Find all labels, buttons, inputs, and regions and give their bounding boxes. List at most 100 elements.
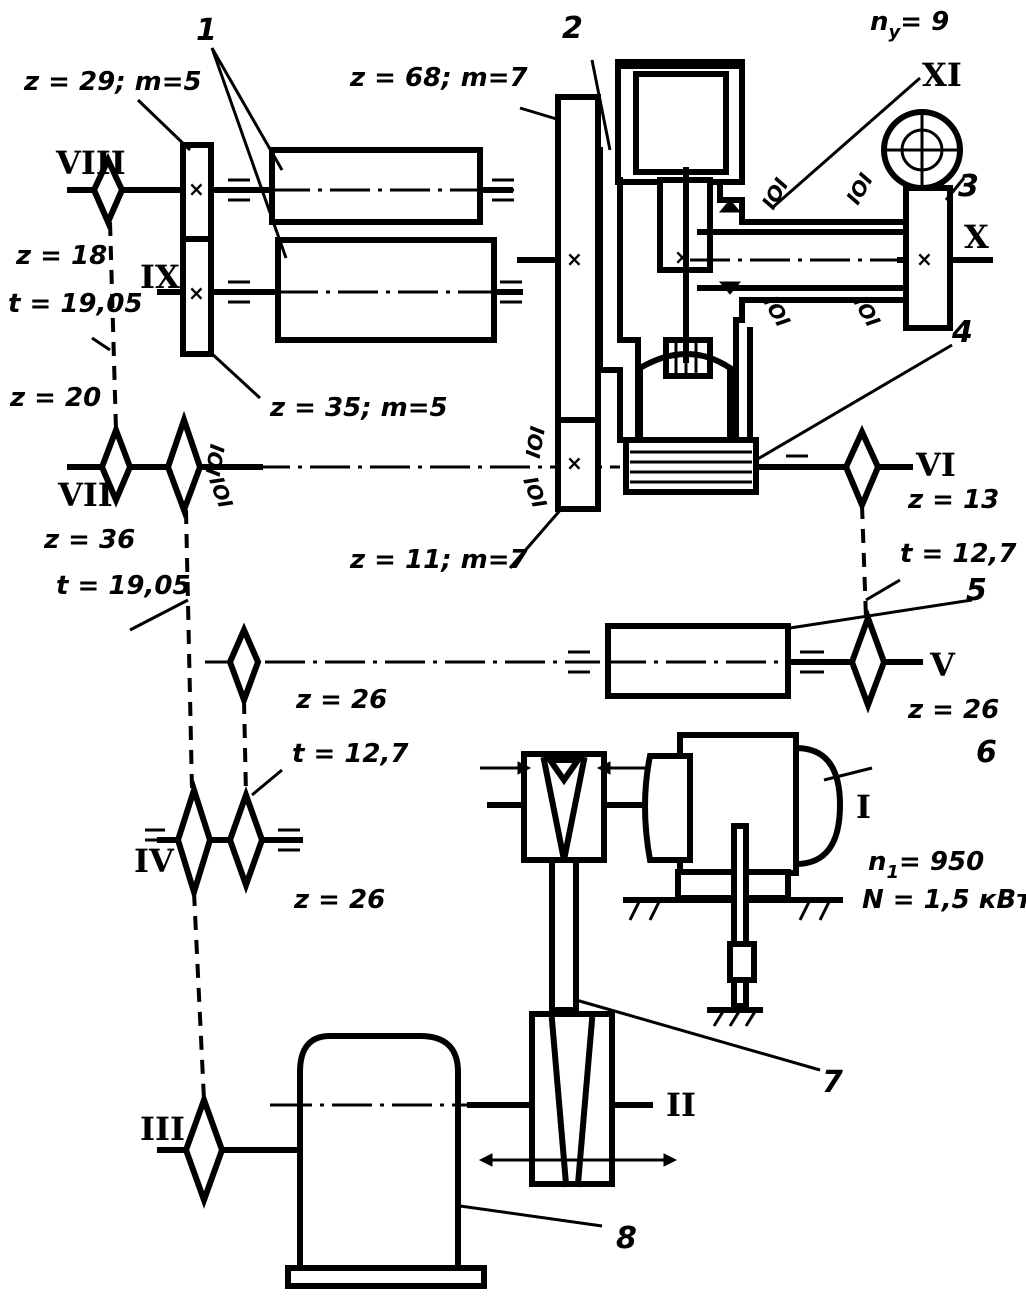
label-z36: z = 36: [43, 525, 135, 555]
label-n1: n1= 950: [868, 847, 984, 883]
shaft-XI-lever-3: ×: [690, 76, 966, 331]
svg-text:×: ×: [566, 247, 583, 271]
label-z68: z = 68; m=7: [349, 63, 529, 93]
label-z26-IV: z = 26: [293, 885, 385, 915]
label-t1905-top: t = 19,05: [8, 289, 143, 319]
bearing-mark: IOI: [841, 168, 878, 208]
bearing: [568, 650, 590, 674]
bearing: [228, 178, 250, 202]
drums-1: [210, 47, 497, 343]
gearbox-body: [297, 1033, 461, 1271]
driven-pulley: [529, 1011, 615, 1187]
sprocket-upper-z26: [226, 622, 262, 709]
leader-z35: [208, 350, 262, 400]
leader-z11: [508, 507, 564, 569]
svg-text:×: ×: [188, 177, 205, 201]
label-ny: ny= 9: [870, 7, 949, 43]
bearing: [228, 280, 250, 304]
shaft-label-VIII: VIII: [55, 144, 126, 182]
label-z26-upper: z = 26: [295, 685, 387, 715]
gear-z35: [180, 236, 214, 357]
leader-4: [755, 343, 953, 462]
shaft-label-X: X: [964, 218, 989, 256]
leader-3: [944, 177, 966, 201]
gearbox-8: [272, 1011, 678, 1289]
bearing: [800, 650, 824, 674]
part-number-5: 5: [966, 573, 987, 608]
part-numbers: 1 2 3 4 5 6 7 8: [196, 11, 997, 1256]
sprockets-right: [842, 424, 901, 714]
drum-5: [605, 598, 973, 699]
sprocket-IV-large: [174, 780, 214, 903]
sprocket-V-z26: [848, 609, 888, 714]
v-belt: [549, 857, 579, 1013]
svg-text:×: ×: [674, 245, 691, 269]
label-z35: z = 35; m=5: [269, 393, 448, 423]
bearing-mark: IOI: [521, 424, 550, 460]
leader-2: [590, 59, 612, 151]
label-z13: z = 13: [907, 485, 999, 515]
bearing-mark: IOI: [204, 473, 238, 512]
leader-8: [459, 1204, 603, 1228]
chain-VIII-VII: [108, 221, 118, 431]
label-z26-V: z = 26: [907, 695, 999, 725]
leader-7: [575, 998, 821, 1072]
oil-bath-4: [623, 437, 759, 495]
sprocket-z13: [842, 424, 882, 513]
shaft-label-VI: VI: [915, 446, 956, 484]
shaft-label-XI: XI: [922, 56, 962, 94]
leader-5: [789, 598, 973, 630]
label-z11: z = 11; m=7: [349, 545, 529, 575]
chain-VII-IV: [184, 509, 194, 791]
belt-7: [549, 857, 821, 1072]
label-z29: z = 29; m=5: [23, 67, 202, 97]
leader-XI: [771, 76, 921, 210]
label-t1905-mid: t = 19,05: [56, 571, 191, 601]
shaft-label-II: II: [666, 1086, 696, 1124]
sprocket-IV-z26: [226, 786, 266, 894]
part-number-4: 4: [951, 315, 973, 350]
label-power: N = 1,5 кВт: [862, 885, 1026, 915]
sprockets-left: [90, 152, 283, 1209]
chain-IV-III: [192, 891, 206, 1101]
gear-z68: [555, 94, 601, 512]
chain-upper-IV: [242, 699, 248, 796]
shaft-label-I: I: [856, 788, 871, 826]
label-t127-left: t = 12,7: [292, 739, 409, 769]
bearing: [278, 828, 300, 852]
part-number-7: 7: [822, 1065, 843, 1100]
label-z18: z = 18: [15, 241, 107, 271]
bearing: [500, 280, 522, 304]
sprocket-z20: [98, 421, 134, 508]
shaft-label-IX: IX: [140, 258, 180, 296]
part-number-6: 6: [976, 735, 997, 770]
leader-6: [823, 766, 873, 782]
label-t127-right: t = 12,7: [900, 539, 1017, 569]
shaft-label-IV: IV: [134, 842, 175, 880]
lever-3: [903, 185, 953, 331]
part-number-8: 8: [616, 1221, 637, 1256]
drum-upper: [269, 147, 483, 225]
sprocket-z18: [90, 152, 126, 230]
leader-z29: [136, 98, 192, 152]
bearing: [492, 178, 514, 202]
reducer-housing-2: ×: [590, 59, 953, 495]
shaft-label-V: V: [929, 646, 956, 684]
drive-pulley: [521, 751, 607, 863]
part-number-1: 1: [196, 13, 217, 48]
parameter-labels: z = 29; m=5 z = 68; m=7 ny= 9 z = 18 t =…: [8, 7, 1026, 915]
chain-VI-V: [860, 504, 868, 619]
bearing-mark: IOI: [201, 442, 230, 478]
bearing: [145, 828, 165, 842]
part-number-2: 2: [562, 11, 583, 46]
svg-text:×: ×: [916, 247, 933, 271]
leader-z68: [519, 106, 561, 122]
gears-29-35: × ×: [136, 98, 262, 400]
svg-text:×: ×: [566, 451, 583, 475]
sprocket-III: [182, 1091, 226, 1209]
leader-1a: [210, 47, 284, 171]
part-number-3: 3: [958, 169, 979, 204]
shaft-label-VII: VII: [57, 476, 113, 514]
leader-1b: [210, 47, 288, 259]
